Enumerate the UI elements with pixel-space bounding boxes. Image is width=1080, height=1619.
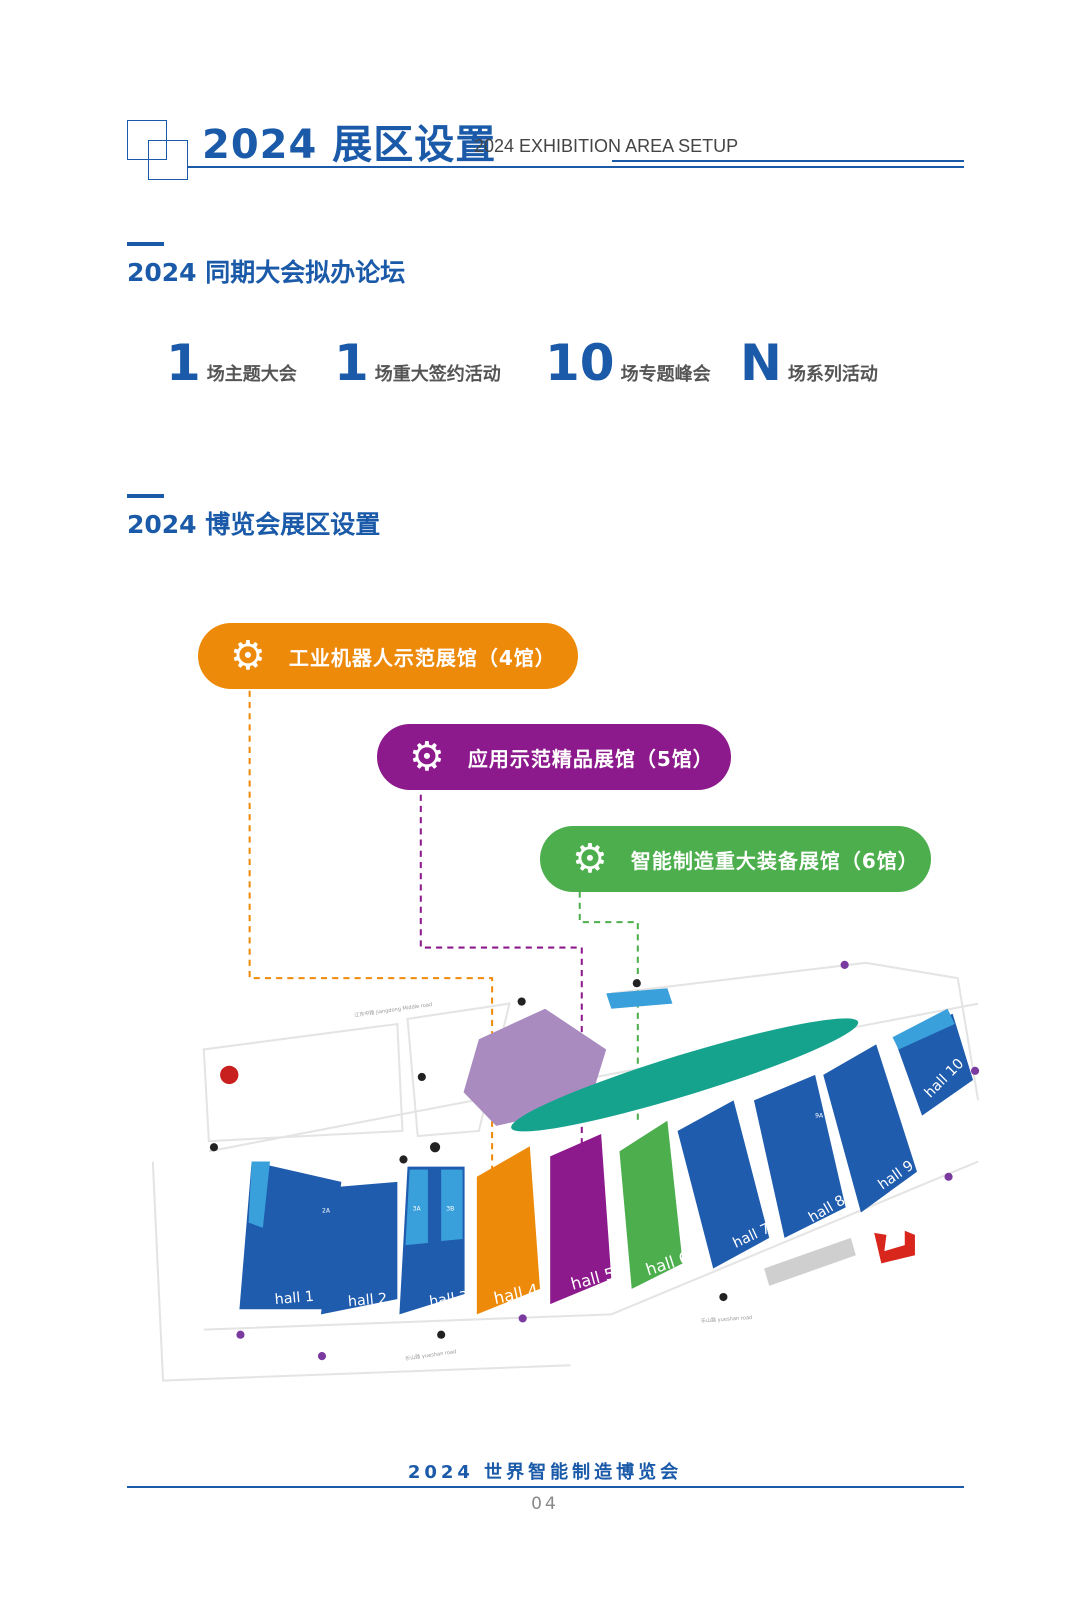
connector-line-hall6 — [578, 891, 639, 1121]
hall-1-annex — [248, 1161, 270, 1228]
hall-7 — [677, 1100, 770, 1269]
expo-heading: 2024 博览会展区设置 — [127, 510, 381, 539]
hall-9 — [823, 1044, 917, 1213]
stat-label: 场系列活动 — [787, 364, 878, 385]
header-rule — [188, 166, 964, 168]
pavilion-name: 智能制造重大装备展馆（6馆） — [630, 848, 919, 873]
hall-3b — [441, 1169, 463, 1241]
subhall-label: 2A — [322, 1207, 331, 1214]
hall-label: hall 3 — [428, 1289, 469, 1310]
page-subtitle: 2024 EXHIBITION AREA SETUP — [474, 136, 739, 156]
pier — [606, 988, 673, 1009]
subhall-label: 3A — [413, 1205, 422, 1212]
footer-rule — [127, 1486, 964, 1488]
hall-3a — [405, 1169, 428, 1246]
stat-label: 场主题大会 — [206, 364, 297, 385]
connector-line-hall4 — [248, 690, 494, 1172]
subhall-label: 5A — [537, 1195, 546, 1202]
road-label: 乐山路 yueshan road — [405, 1348, 457, 1362]
section-marker — [127, 242, 164, 246]
hall-2 — [320, 1181, 398, 1315]
pavilion-label-hall4: ⚙ 工业机器人示范展馆（4馆） — [198, 623, 578, 689]
hall-8 — [753, 1074, 846, 1238]
footer-title: 2024 世界智能制造博览会 — [407, 1462, 683, 1483]
header-rule — [612, 160, 964, 162]
expo-logo-icon — [874, 1230, 915, 1264]
hall-label: hall 2 — [347, 1291, 388, 1310]
metro-icon — [220, 1065, 239, 1085]
pavilion-name: 工业机器人示范展馆（4馆） — [288, 645, 556, 670]
stat-number: 1 — [334, 334, 369, 392]
subhall-label: 3B — [446, 1205, 454, 1212]
stat-label: 场专题峰会 — [620, 364, 711, 385]
subhall-label: 9A — [815, 1113, 824, 1120]
page-number: 04 — [531, 1494, 559, 1514]
gear-icon: ⚙ — [230, 633, 267, 679]
stat-number: N — [740, 334, 782, 392]
gear-icon: ⚙ — [409, 734, 446, 780]
stat-number: 10 — [545, 334, 615, 392]
forum-heading: 2024 同期大会拟办论坛 — [127, 258, 406, 287]
pavilion-name: 应用示范精品展馆（5馆） — [467, 746, 714, 771]
hall-label: hall 1 — [274, 1289, 315, 1308]
stat-number: 1 — [166, 334, 201, 392]
header-square-icon — [148, 140, 188, 180]
section-marker — [127, 494, 164, 498]
road-label: 乐山路 yueshan road — [701, 1314, 753, 1325]
pavilion-label-hall6: ⚙ 智能制造重大装备展馆（6馆） — [540, 826, 931, 892]
pavilion-label-hall5: ⚙ 应用示范精品展馆（5馆） — [377, 724, 731, 790]
hall-4 — [476, 1146, 540, 1315]
road-outlines — [151, 961, 980, 1382]
gear-icon: ⚙ — [572, 836, 609, 882]
subhall-label: 7A — [680, 1167, 689, 1174]
page-title: 2024 展区设置 — [202, 122, 497, 168]
hall-10-annex — [892, 1008, 955, 1050]
hall-6 — [619, 1120, 683, 1289]
lake — [511, 1018, 859, 1132]
service-building — [764, 1237, 856, 1286]
hall-5 — [550, 1134, 612, 1305]
stat-label: 场重大签约活动 — [374, 364, 501, 385]
